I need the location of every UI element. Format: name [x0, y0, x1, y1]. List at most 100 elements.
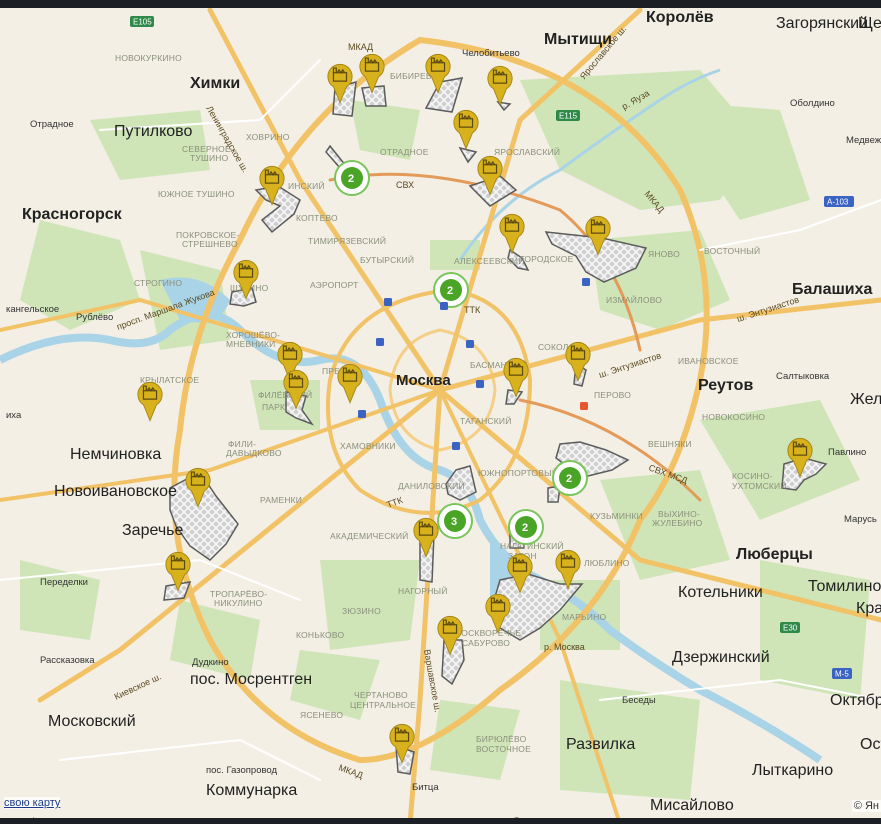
svg-text:Салтыковка: Салтыковка — [776, 371, 830, 382]
svg-text:2: 2 — [566, 473, 572, 485]
svg-text:2: 2 — [348, 173, 354, 185]
district-novokosino: НОВОКОСИНО — [702, 412, 765, 422]
district-yuzhnoportovy: ЮЖНОПОРТОВЫЙ — [478, 467, 558, 478]
shield-e115: E115 — [556, 110, 580, 121]
district-butyrsky: БУТЫРСКИЙ — [360, 254, 414, 265]
cluster-marker: 3 — [437, 503, 473, 539]
metro-icons — [358, 278, 590, 450]
zone-23 — [441, 639, 465, 686]
moskva-river — [0, 311, 823, 764]
highway-shields: E105 E115 E30 A-103 M-5 — [130, 16, 854, 679]
district-perovo: ПЕРОВО — [594, 390, 631, 400]
svg-text:ЦЕНТРАЛЬНОЕ: ЦЕНТРАЛЬНОЕ — [350, 700, 416, 710]
label-khimki: Химки — [190, 75, 240, 92]
district-sokolniki: СОКОЛ — [538, 342, 569, 352]
district-timiryazevsky: ТИМИРЯЗЕВСКИЙ — [308, 235, 386, 246]
svg-text:E115: E115 — [559, 112, 578, 121]
district-nagorny: НАГОРНЫЙ — [398, 585, 448, 596]
label-shche: Ще — [858, 15, 881, 32]
svg-text:Марусь: Марусь — [844, 514, 877, 525]
district-danilovsky: ДАНИЛОВСКИЙ — [398, 480, 465, 491]
zone-10 — [544, 231, 648, 283]
label-krasnogorsk: Красногорск — [22, 206, 123, 223]
district-lyublino: ЛЮБЛИНО — [584, 558, 630, 568]
svg-text:Оболдино: Оболдино — [790, 98, 835, 109]
svg-text:Битца: Битца — [412, 782, 439, 793]
cluster-marker: 2 — [433, 272, 469, 308]
label-nemchinovka: Немчиновка — [70, 446, 161, 463]
zone-2 — [361, 85, 387, 107]
district-maryino: МАРЬИНО — [562, 612, 606, 622]
district-veshnyaki: ВЕШНЯКИ — [648, 439, 692, 449]
district-vostochny: ВОСТОЧНЫЙ — [704, 245, 760, 256]
label-reutov: Реутов — [698, 377, 753, 394]
svg-text:НИКУЛИНО: НИКУЛИНО — [214, 598, 263, 608]
svg-text:Дудкино: Дудкино — [192, 657, 229, 668]
svg-text:2: 2 — [447, 285, 453, 297]
district-aeroport: АЭРОПОРТ — [310, 280, 359, 290]
district-ramenki: РАМЕНКИ — [260, 495, 302, 505]
district-golovinsky: ИНСКИЙ — [288, 180, 325, 191]
zone-4 — [496, 100, 512, 112]
svg-text:САБУРОВО: САБУРОВО — [462, 638, 510, 648]
city-labels: Москва Мытищи Королёв Загорянский Химки … — [22, 9, 881, 814]
district-konkovo: КОНЬКОВО — [296, 630, 344, 640]
district-zyuzino: ЗЮЗИНО — [342, 606, 381, 616]
svg-text:иха: иха — [6, 410, 22, 421]
top-frame — [0, 0, 881, 8]
district-yasenevo: ЯСЕНЕВО — [300, 710, 343, 720]
svg-text:Рублёво: Рублёво — [76, 312, 113, 323]
svg-text:МКАД: МКАД — [348, 42, 373, 52]
zone-19 — [163, 581, 192, 601]
label-dzerzhinskiy: Дзержинский — [672, 649, 770, 666]
svg-text:СТРЕШНЕВО: СТРЕШНЕВО — [182, 239, 238, 249]
svg-text:Отрадное: Отрадное — [30, 119, 74, 130]
district-basmanny: БАСМАННЫЙ — [470, 359, 527, 370]
district-kuzminki: КУЗЬМИНКИ — [590, 511, 643, 521]
district-golyanovo: ЯНОВО — [648, 249, 680, 259]
district-yaroslavsky: ЯРОСЛАВСКИЙ — [494, 146, 560, 157]
svg-text:пос. Газопровод: пос. Газопровод — [206, 765, 278, 776]
cluster-markers[interactable]: 2 2 2 3 2 — [334, 160, 588, 545]
district-khoroshevo: ХОРОШЁВО- — [226, 330, 280, 340]
label-zagoryanskiy: Загорянский — [776, 15, 868, 32]
district-kosino: КОСИНО- — [732, 471, 773, 481]
label-kra: Кра — [856, 600, 881, 617]
roads — [0, 7, 881, 824]
svg-text:E105: E105 — [133, 18, 152, 27]
district-severnoe-tushino: СЕВЕРНОЕ — [182, 144, 231, 154]
district-alekseevsky: АЛЕКСЕЕВСКИЙ — [454, 255, 525, 266]
svg-text:ВОСТОЧНОЕ: ВОСТОЧНОЕ — [476, 744, 531, 754]
district-novokurkino: НОВОКУРКИНО — [115, 53, 182, 63]
copyright-label: © Ян — [851, 800, 881, 812]
label-mosrentgen: пос. Мосрентген — [190, 671, 312, 688]
district-tagansky: ТАГАНСКИЙ — [460, 415, 512, 426]
label-lytkarino: Лыткарино — [752, 762, 833, 779]
cluster-marker: 2 — [508, 509, 544, 545]
label-korolev: Королёв — [646, 9, 714, 26]
district-khovrino: ХОВРИНО — [246, 132, 290, 142]
svg-text:СВХ: СВХ — [396, 180, 414, 190]
label-novoivanovskoe: Новоивановское — [54, 483, 177, 500]
cluster-marker: 2 — [552, 460, 588, 496]
svg-text:р. Москва: р. Москва — [544, 642, 585, 652]
zone-11 — [507, 248, 530, 272]
svg-text:ЖУЛЕБИНО: ЖУЛЕБИНО — [652, 518, 703, 528]
district-ivanovskoe: ИВАНОВСКОЕ — [678, 356, 739, 366]
label-zhel: Жел — [850, 391, 881, 408]
create-map-link[interactable]: свою карту — [4, 797, 61, 809]
label-putilkovo: Путилково — [114, 123, 193, 140]
shield-m5: M-5 — [832, 668, 852, 679]
yauza-river — [458, 68, 721, 261]
svg-text:E30: E30 — [783, 624, 798, 633]
label-oktyabr: Октябрь — [830, 692, 881, 709]
district-pokrovskoe: ПОКРОВСКОЕ- — [176, 230, 239, 240]
district-troparevo: ТРОПАРЁВО- — [210, 589, 267, 599]
svg-text:кангельское: кангельское — [6, 304, 59, 315]
svg-text:3: 3 — [451, 516, 457, 528]
district-presnensky: ПРЕ — [322, 366, 340, 376]
zone-5 — [458, 146, 478, 164]
svg-text:Рассказовка: Рассказовка — [40, 655, 95, 666]
district-fili: ФИЛИ- — [228, 439, 256, 449]
